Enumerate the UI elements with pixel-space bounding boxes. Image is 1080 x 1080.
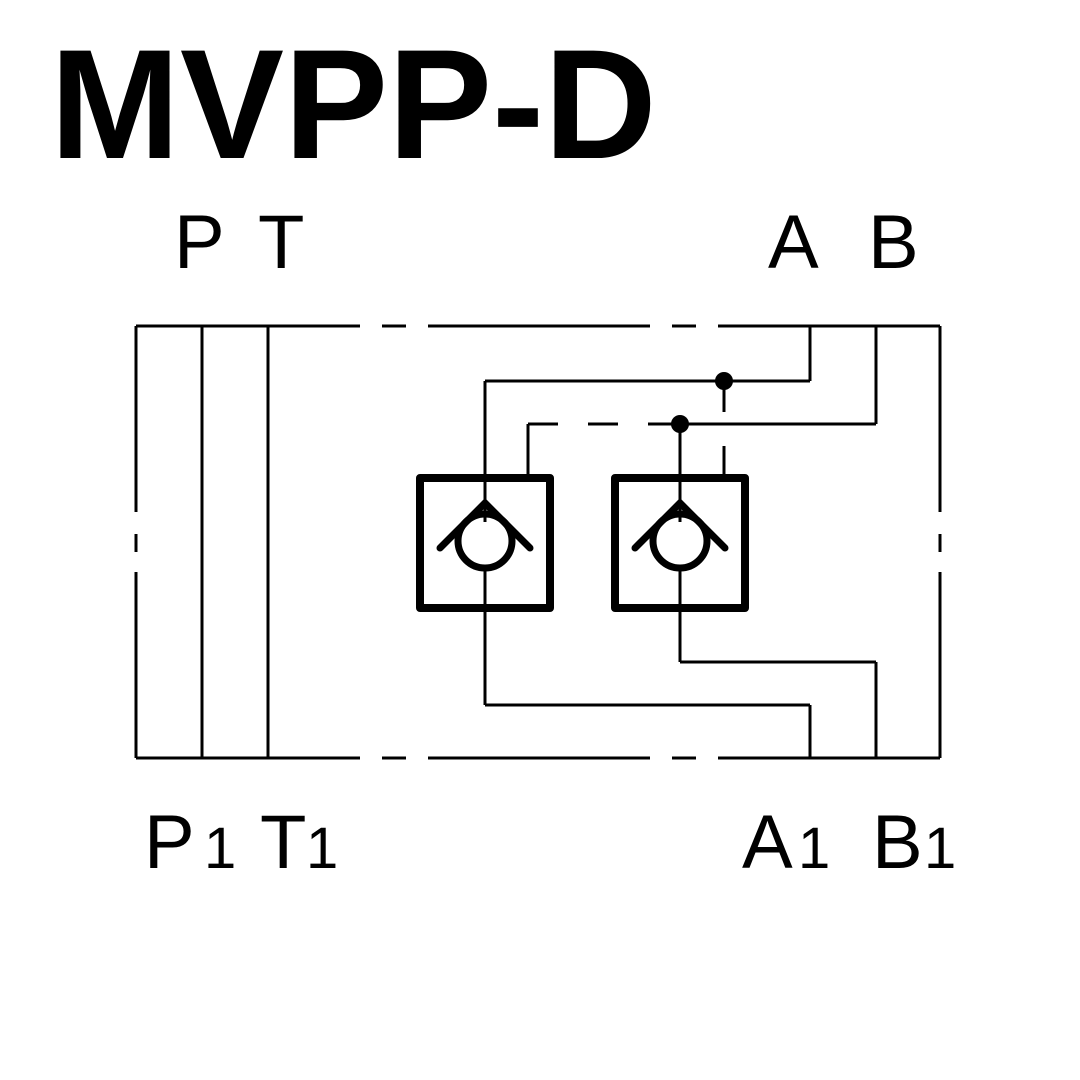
- junction-dot-a: [715, 372, 733, 390]
- port-p1-label: P 1: [144, 800, 236, 885]
- valve-body-outline: [134, 324, 942, 760]
- svg-text:1: 1: [306, 816, 338, 881]
- port-p-label: P: [174, 200, 225, 285]
- b-line: [678, 326, 878, 758]
- check-valve-icon-right: [611, 474, 749, 612]
- port-a-label: A: [768, 200, 819, 285]
- port-t1-label: T 1: [260, 800, 338, 885]
- port-b-label: B: [868, 200, 919, 285]
- svg-text:1: 1: [924, 816, 956, 881]
- svg-text:P: P: [144, 800, 195, 885]
- port-b1-label: B 1: [872, 800, 956, 885]
- check-valve-icon-left: [416, 474, 554, 612]
- svg-text:1: 1: [204, 816, 236, 881]
- junction-dot-b: [671, 415, 689, 433]
- port-t-label: T: [258, 200, 304, 285]
- svg-text:B: B: [872, 800, 923, 885]
- svg-text:A: A: [742, 800, 793, 885]
- svg-text:T: T: [260, 800, 306, 885]
- a-line: [483, 326, 812, 758]
- port-a1-label: A 1: [742, 800, 830, 885]
- diagram-title: MVPP-D: [50, 18, 657, 192]
- svg-text:1: 1: [798, 816, 830, 881]
- pilot-line-b-to-left-valve: [526, 422, 680, 478]
